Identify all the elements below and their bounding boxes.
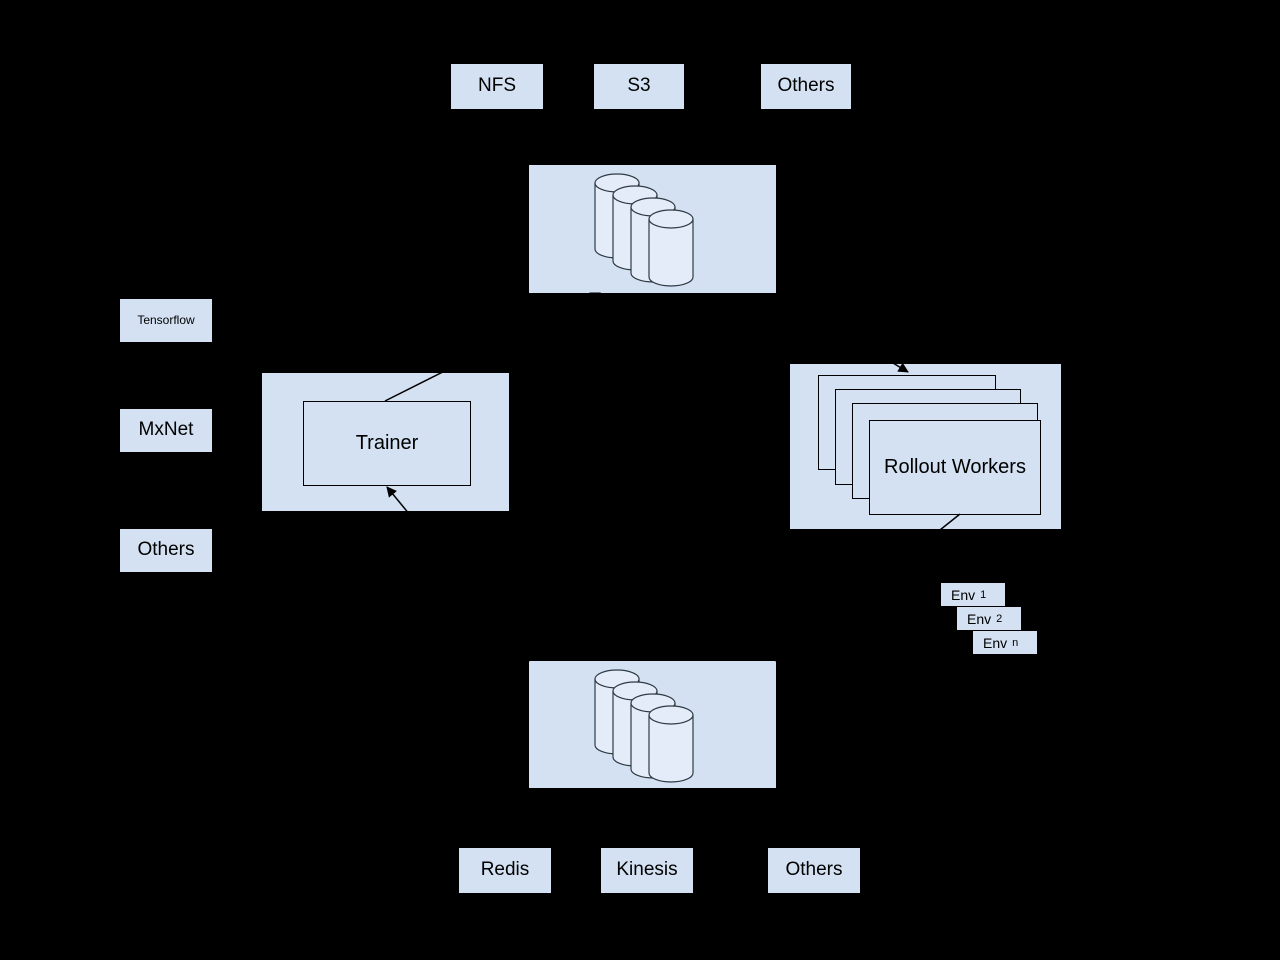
env-box-n[interactable]: Env n <box>973 631 1037 654</box>
env-box-2-prefix: Env <box>967 610 992 627</box>
framework-node-tensorflow[interactable]: Tensorflow <box>120 299 212 342</box>
storage-node-s3[interactable]: S3 <box>594 64 684 109</box>
queue-node-redis-label: Redis <box>480 859 530 881</box>
storage-node-nfs[interactable]: NFS <box>451 64 543 109</box>
storage-node-nfs-label: NFS <box>478 75 516 97</box>
env-box-1-index: 1 <box>980 588 987 601</box>
queue-node-others-label: Others <box>785 859 843 881</box>
database-stack-bottom-panel[interactable] <box>529 661 776 788</box>
env-box-1[interactable]: Env 1 <box>941 583 1005 606</box>
framework-node-tensorflow-label: Tensorflow <box>137 312 195 327</box>
framework-node-mxnet-label: MxNet <box>138 419 194 441</box>
rollout-worker-card-1[interactable]: Rollout Workers <box>869 420 1041 515</box>
database-stack-top-panel[interactable] <box>529 165 776 293</box>
rollout-workers-label: Rollout Workers <box>884 456 1026 478</box>
framework-node-others-label: Others <box>137 539 195 561</box>
storage-node-s3-label: S3 <box>627 75 651 97</box>
connector-top-db-to-rollout <box>775 292 909 373</box>
framework-node-mxnet[interactable]: MxNet <box>120 409 212 452</box>
trainer-node-label: Trainer <box>355 432 419 454</box>
queue-node-redis[interactable]: Redis <box>459 848 551 893</box>
env-box-1-prefix: Env <box>951 586 976 603</box>
queue-node-kinesis-label: Kinesis <box>616 859 678 881</box>
trainer-node[interactable]: Trainer <box>303 401 471 486</box>
connector-rollout-to-bottom-db <box>775 513 961 662</box>
queue-node-others[interactable]: Others <box>768 848 860 893</box>
env-box-n-prefix: Env <box>983 634 1008 651</box>
queue-node-kinesis[interactable]: Kinesis <box>601 848 693 893</box>
env-box-n-index: n <box>1012 636 1019 649</box>
storage-node-others[interactable]: Others <box>761 64 851 109</box>
framework-node-others[interactable]: Others <box>120 529 212 572</box>
env-box-2-index: 2 <box>996 612 1003 625</box>
connector-bottom-db-to-trainer <box>386 486 531 662</box>
env-box-2[interactable]: Env 2 <box>957 607 1021 630</box>
storage-node-others-label: Others <box>777 75 835 97</box>
